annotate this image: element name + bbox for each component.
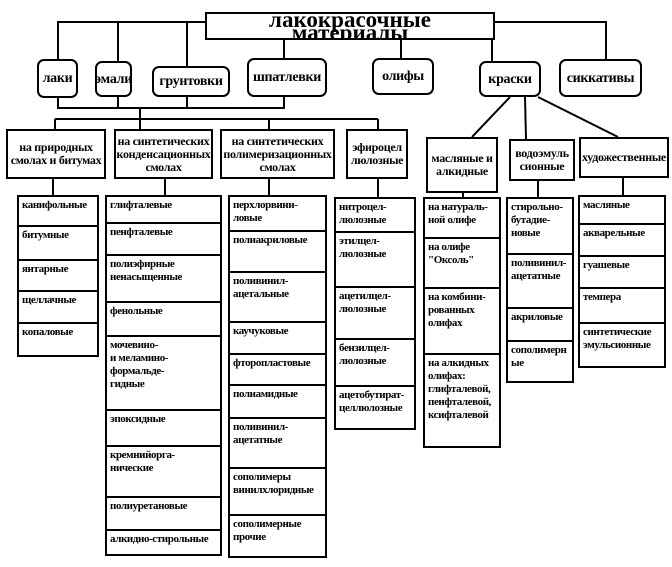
list-item: глифталевые — [105, 195, 222, 224]
list-item: на олифе "Оксоль" — [423, 237, 501, 289]
list-item: на натураль- ной олифе — [423, 197, 501, 239]
list-item: копаловые — [17, 322, 99, 357]
category-box: грунтовки — [152, 66, 230, 97]
list-item: фторопластовые — [228, 353, 327, 386]
list-item: ацетилцел- люлозные — [334, 286, 416, 340]
list-item: фенольные — [105, 301, 222, 337]
category-box: сиккативы — [559, 59, 642, 97]
list-item: кремнийорга- нические — [105, 445, 222, 498]
category-box: лаки — [37, 59, 78, 98]
paint-group-box: масляные и алкидные — [426, 137, 498, 193]
list-item: нитроцел- люлозные — [334, 197, 416, 233]
list-item: пенфталевые — [105, 222, 222, 256]
list-item: синтетические эмульсионные — [578, 322, 666, 368]
list-item: битумные — [17, 225, 99, 261]
paint-group-box: художественные — [579, 137, 669, 178]
category-box: эмали — [95, 61, 132, 97]
list-item: сополимерн ые — [506, 340, 574, 383]
list-item: бензилцел- люлозные — [334, 338, 416, 387]
diagram-title: лакокрасочные материалы — [205, 12, 495, 40]
binder-group-box: на природных смолах и битумах — [6, 129, 106, 179]
category-box: олифы — [372, 58, 434, 95]
list-item: сополимерные прочие — [228, 514, 327, 558]
list-item: алкидно-стирольные — [105, 529, 222, 556]
list-item: каучуковые — [228, 321, 327, 355]
binder-group-box: на синтетических полимеризационных смола… — [220, 129, 335, 179]
list-item: стирольно- бутадие- новые — [506, 197, 574, 255]
list-item: полиуретановые — [105, 496, 222, 531]
list-item: ацетобутират- целлюлозные — [334, 385, 416, 430]
paint-group-box: водоэмуль сионные — [509, 139, 575, 181]
list-item: поливинил- ацетальные — [228, 271, 327, 323]
list-item: янтарные — [17, 259, 99, 292]
binder-group-box: эфироцел люлозные — [346, 129, 408, 179]
list-item: поливинил- ацетатные — [228, 417, 327, 469]
list-item: масляные — [578, 195, 666, 225]
list-item: акварельные — [578, 223, 666, 257]
category-box: шпатлевки — [247, 58, 327, 97]
list-item: щеллачные — [17, 290, 99, 324]
list-item: поливинил- ацетатные — [506, 253, 574, 309]
list-item: акриловые — [506, 307, 574, 342]
list-item: канифольные — [17, 195, 99, 227]
list-item: гуашевые — [578, 255, 666, 289]
category-box: краски — [479, 61, 541, 97]
list-item: полиамидные — [228, 384, 327, 419]
list-item: полиакриловые — [228, 230, 327, 273]
list-item: мочевино- и меламино- формальде- гидные — [105, 335, 222, 411]
list-item: этилцел- люлозные — [334, 231, 416, 288]
list-item: полиэфирные ненасыщенные — [105, 254, 222, 303]
list-item: эпоксидные — [105, 409, 222, 447]
list-item: на алкидных олифах: глифталевой, пенфтал… — [423, 353, 501, 448]
list-item: перхлорвини- ловые — [228, 195, 327, 232]
list-item: сополимеры винилхлоридные — [228, 467, 327, 516]
list-item: на комбини- рованных олифах — [423, 287, 501, 355]
binder-group-box: на синтетических конденсационных смолах — [114, 129, 213, 179]
list-item: темпера — [578, 287, 666, 324]
